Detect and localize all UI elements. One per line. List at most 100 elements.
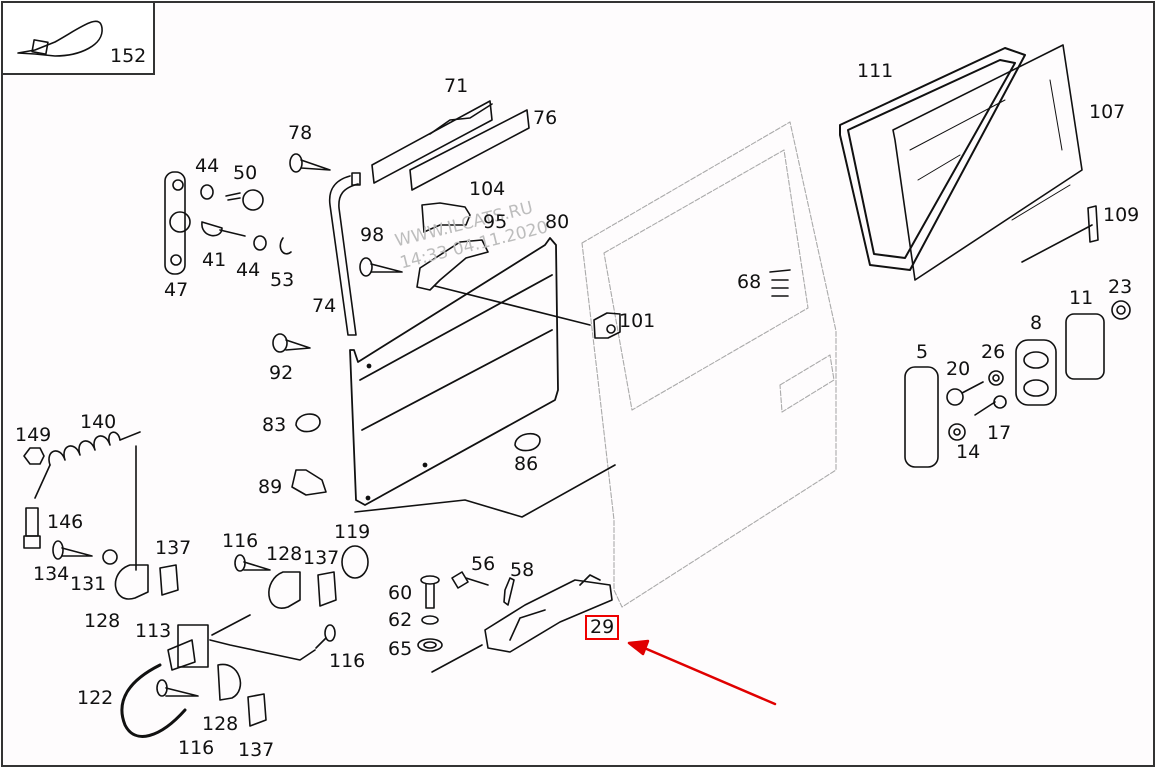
part-label-58[interactable]: 58 — [510, 559, 535, 581]
part-label-128-b[interactable]: 128 — [266, 543, 303, 565]
part-label-111[interactable]: 111 — [857, 60, 894, 82]
part-label-122[interactable]: 122 — [77, 687, 114, 709]
clip-86-icon — [514, 432, 541, 452]
cable-122 — [120, 663, 187, 738]
screw-60 — [420, 575, 440, 609]
part-label-152[interactable]: 152 — [110, 45, 147, 67]
part-label-80[interactable]: 80 — [545, 211, 570, 233]
window-channel-74 — [328, 172, 361, 336]
part-label-41[interactable]: 41 — [202, 249, 227, 271]
seal-strip-76 — [409, 109, 530, 191]
part-label-74[interactable]: 74 — [312, 295, 337, 317]
part-label-26[interactable]: 26 — [981, 341, 1006, 363]
part-label-50[interactable]: 50 — [233, 162, 258, 184]
bumper-8 — [1015, 339, 1057, 406]
part-label-44-b[interactable]: 44 — [236, 259, 261, 281]
part-label-101[interactable]: 101 — [619, 310, 656, 332]
spring-140 — [34, 431, 141, 571]
part-label-131[interactable]: 131 — [70, 573, 107, 595]
part-label-76[interactable]: 76 — [533, 107, 558, 129]
clamp-128-a — [114, 564, 149, 600]
part-label-11[interactable]: 11 — [1069, 287, 1094, 309]
part-label-92[interactable]: 92 — [269, 362, 294, 384]
leader-line-119 — [354, 464, 616, 518]
part-label-86[interactable]: 86 — [514, 453, 539, 475]
part-label-116[interactable]: 116 — [222, 530, 259, 552]
hinge-parts-icon — [164, 171, 292, 275]
part-label-44[interactable]: 44 — [195, 155, 220, 177]
clip-137-c — [247, 693, 267, 727]
window-glass-107 — [892, 44, 1083, 281]
inset-box-cable-tie — [1, 1, 155, 75]
part-label-113[interactable]: 113 — [135, 620, 172, 642]
part-label-14[interactable]: 14 — [956, 441, 981, 463]
highlight-arrow — [627, 639, 777, 706]
part-label-128[interactable]: 128 — [84, 610, 121, 632]
bolt-56 — [451, 571, 489, 589]
bracket-5 — [904, 366, 939, 468]
washer-26 — [988, 370, 1004, 386]
leader-line-101 — [434, 285, 591, 326]
part-label-83[interactable]: 83 — [262, 414, 287, 436]
handle-109 — [1021, 205, 1099, 263]
part-label-107[interactable]: 107 — [1089, 101, 1126, 123]
bolt-146 — [23, 507, 41, 549]
clip-68-icon — [769, 269, 791, 297]
trim-strip-71 — [371, 100, 493, 184]
washer-62 — [421, 615, 439, 625]
part-label-116-b[interactable]: 116 — [329, 650, 366, 672]
part-label-137[interactable]: 137 — [155, 537, 192, 559]
part-label-116-c[interactable]: 116 — [178, 737, 215, 759]
part-label-17[interactable]: 17 — [987, 422, 1012, 444]
washer-131 — [102, 549, 118, 565]
part-label-53[interactable]: 53 — [270, 269, 295, 291]
part-label-95[interactable]: 95 — [483, 211, 508, 233]
part-label-5[interactable]: 5 — [916, 341, 929, 363]
clip-101 — [593, 312, 621, 339]
part-label-56[interactable]: 56 — [471, 553, 496, 575]
part-label-134[interactable]: 134 — [33, 563, 70, 585]
part-label-146[interactable]: 146 — [47, 511, 84, 533]
bolt-20 — [946, 381, 984, 406]
bolt-17 — [974, 395, 1007, 416]
clip-137-b — [317, 571, 337, 607]
lock-cylinder-113 — [167, 614, 316, 671]
part-label-109[interactable]: 109 — [1103, 204, 1140, 226]
screw-116-c — [156, 679, 199, 697]
clip-89-icon — [291, 469, 327, 496]
part-label-29-highlighted[interactable]: 29 — [584, 615, 620, 640]
part-label-71[interactable]: 71 — [444, 75, 469, 97]
part-label-78[interactable]: 78 — [288, 122, 313, 144]
part-label-137-b[interactable]: 137 — [303, 547, 340, 569]
part-label-149[interactable]: 149 — [15, 424, 52, 446]
screw-98-icon — [359, 257, 403, 277]
part-label-128-c[interactable]: 128 — [202, 713, 239, 735]
nut-149 — [23, 447, 45, 465]
part-label-47[interactable]: 47 — [164, 279, 189, 301]
part-label-104[interactable]: 104 — [469, 178, 506, 200]
part-label-20[interactable]: 20 — [946, 358, 971, 380]
part-label-140[interactable]: 140 — [80, 411, 117, 433]
screw-134 — [52, 540, 93, 560]
part-label-65[interactable]: 65 — [388, 638, 413, 660]
clamp-128-b — [268, 571, 301, 609]
plate-11 — [1065, 313, 1105, 380]
part-label-8[interactable]: 8 — [1030, 312, 1043, 334]
clip-58 — [503, 577, 515, 606]
part-label-98[interactable]: 98 — [360, 224, 385, 246]
part-label-68[interactable]: 68 — [737, 271, 762, 293]
part-label-60[interactable]: 60 — [388, 582, 413, 604]
clip-137-a — [159, 564, 179, 596]
washer-65 — [417, 638, 443, 652]
handle-95 — [416, 239, 489, 291]
part-label-119[interactable]: 119 — [334, 521, 371, 543]
part-label-89[interactable]: 89 — [258, 476, 283, 498]
handle-cover-104 — [421, 202, 471, 233]
screw-116-a — [234, 554, 271, 572]
part-label-62[interactable]: 62 — [388, 609, 413, 631]
part-label-23[interactable]: 23 — [1108, 276, 1133, 298]
screw-92-icon — [272, 333, 311, 353]
part-label-137-c[interactable]: 137 — [238, 739, 275, 761]
